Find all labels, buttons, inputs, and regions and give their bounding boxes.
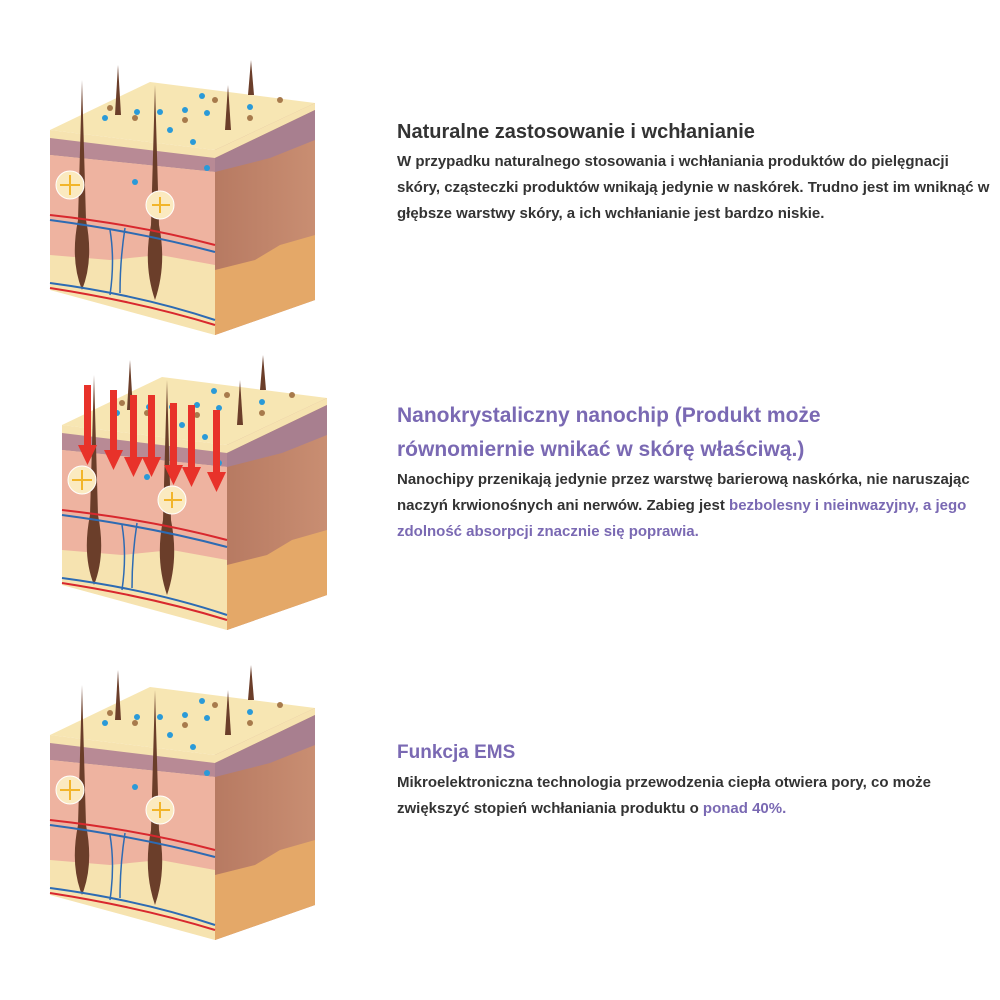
section-nanochip: Nanokrystaliczny nanochip (Produkt może … [397,399,997,545]
section-ems: Funkcja EMS Mikroelektroniczna technolog… [397,736,997,822]
skin-cross-section-icon [40,665,340,965]
skin-illustration [40,60,340,360]
section-body: W przypadku naturalnego stosowania i wch… [397,153,990,222]
section-body-highlight: bezbolesny i nieinwazyjny, a jego zdolno… [397,497,967,540]
section-body-highlight: ponad 40%. [702,800,787,817]
arrows-icon [78,385,226,492]
skin-cross-section-icon [40,60,340,360]
skin-cross-section-with-arrows-icon [40,345,340,645]
section-title: Naturalne zastosowanie i wchłanianie [397,121,755,143]
skin-illustration-nanochip [40,345,340,645]
section-natural: Naturalne zastosowanie i wchłanianie W p… [397,115,997,227]
section-body: Mikroelektroniczna technologia przewodze… [397,774,932,817]
section-title: Funkcja EMS [397,742,516,763]
section-title: Nanokrystaliczny nanochip (Produkt może … [397,404,821,461]
section-body: Nanochipy przenikają jedynie przez warst… [397,471,970,514]
skin-illustration-ems [40,665,340,965]
